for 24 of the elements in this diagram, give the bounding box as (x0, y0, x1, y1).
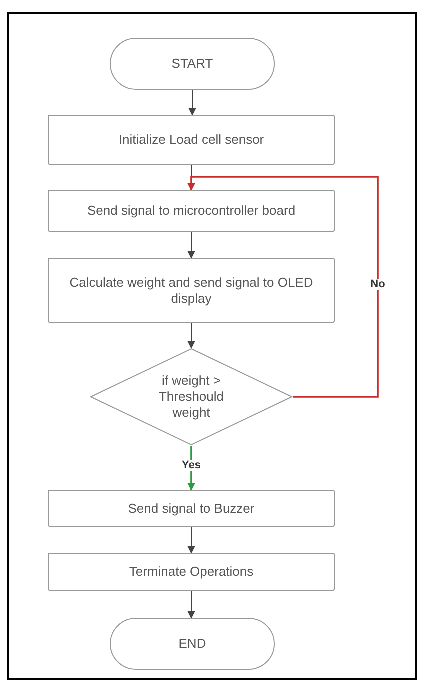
process-box (48, 190, 335, 232)
edge-label: Yes (181, 460, 202, 472)
process-box (48, 258, 335, 323)
arrow (188, 590, 196, 619)
arrow (188, 322, 196, 349)
process-box (48, 553, 335, 591)
arrow (188, 176, 379, 398)
node-text: Send signal to microcontroller board (87, 203, 296, 219)
node-text: Calculate weight and send signal to OLED display (68, 274, 314, 306)
arrow (188, 90, 196, 116)
arrow (188, 232, 196, 259)
terminal-shape (110, 618, 275, 670)
arrow (188, 446, 196, 491)
node-text: START (172, 56, 214, 72)
arrow (188, 526, 196, 554)
edge-label: No (370, 280, 386, 290)
node-text: Terminate Operations (129, 564, 254, 580)
process-box (48, 490, 335, 527)
node-text: if weight > Threshould weight (158, 373, 226, 421)
terminal-shape (110, 38, 275, 90)
process-box (48, 115, 335, 165)
node-text: Send signal to Buzzer (128, 500, 255, 516)
node-text: Initialize Load cell sensor (118, 132, 264, 148)
node-text: END (178, 636, 206, 652)
